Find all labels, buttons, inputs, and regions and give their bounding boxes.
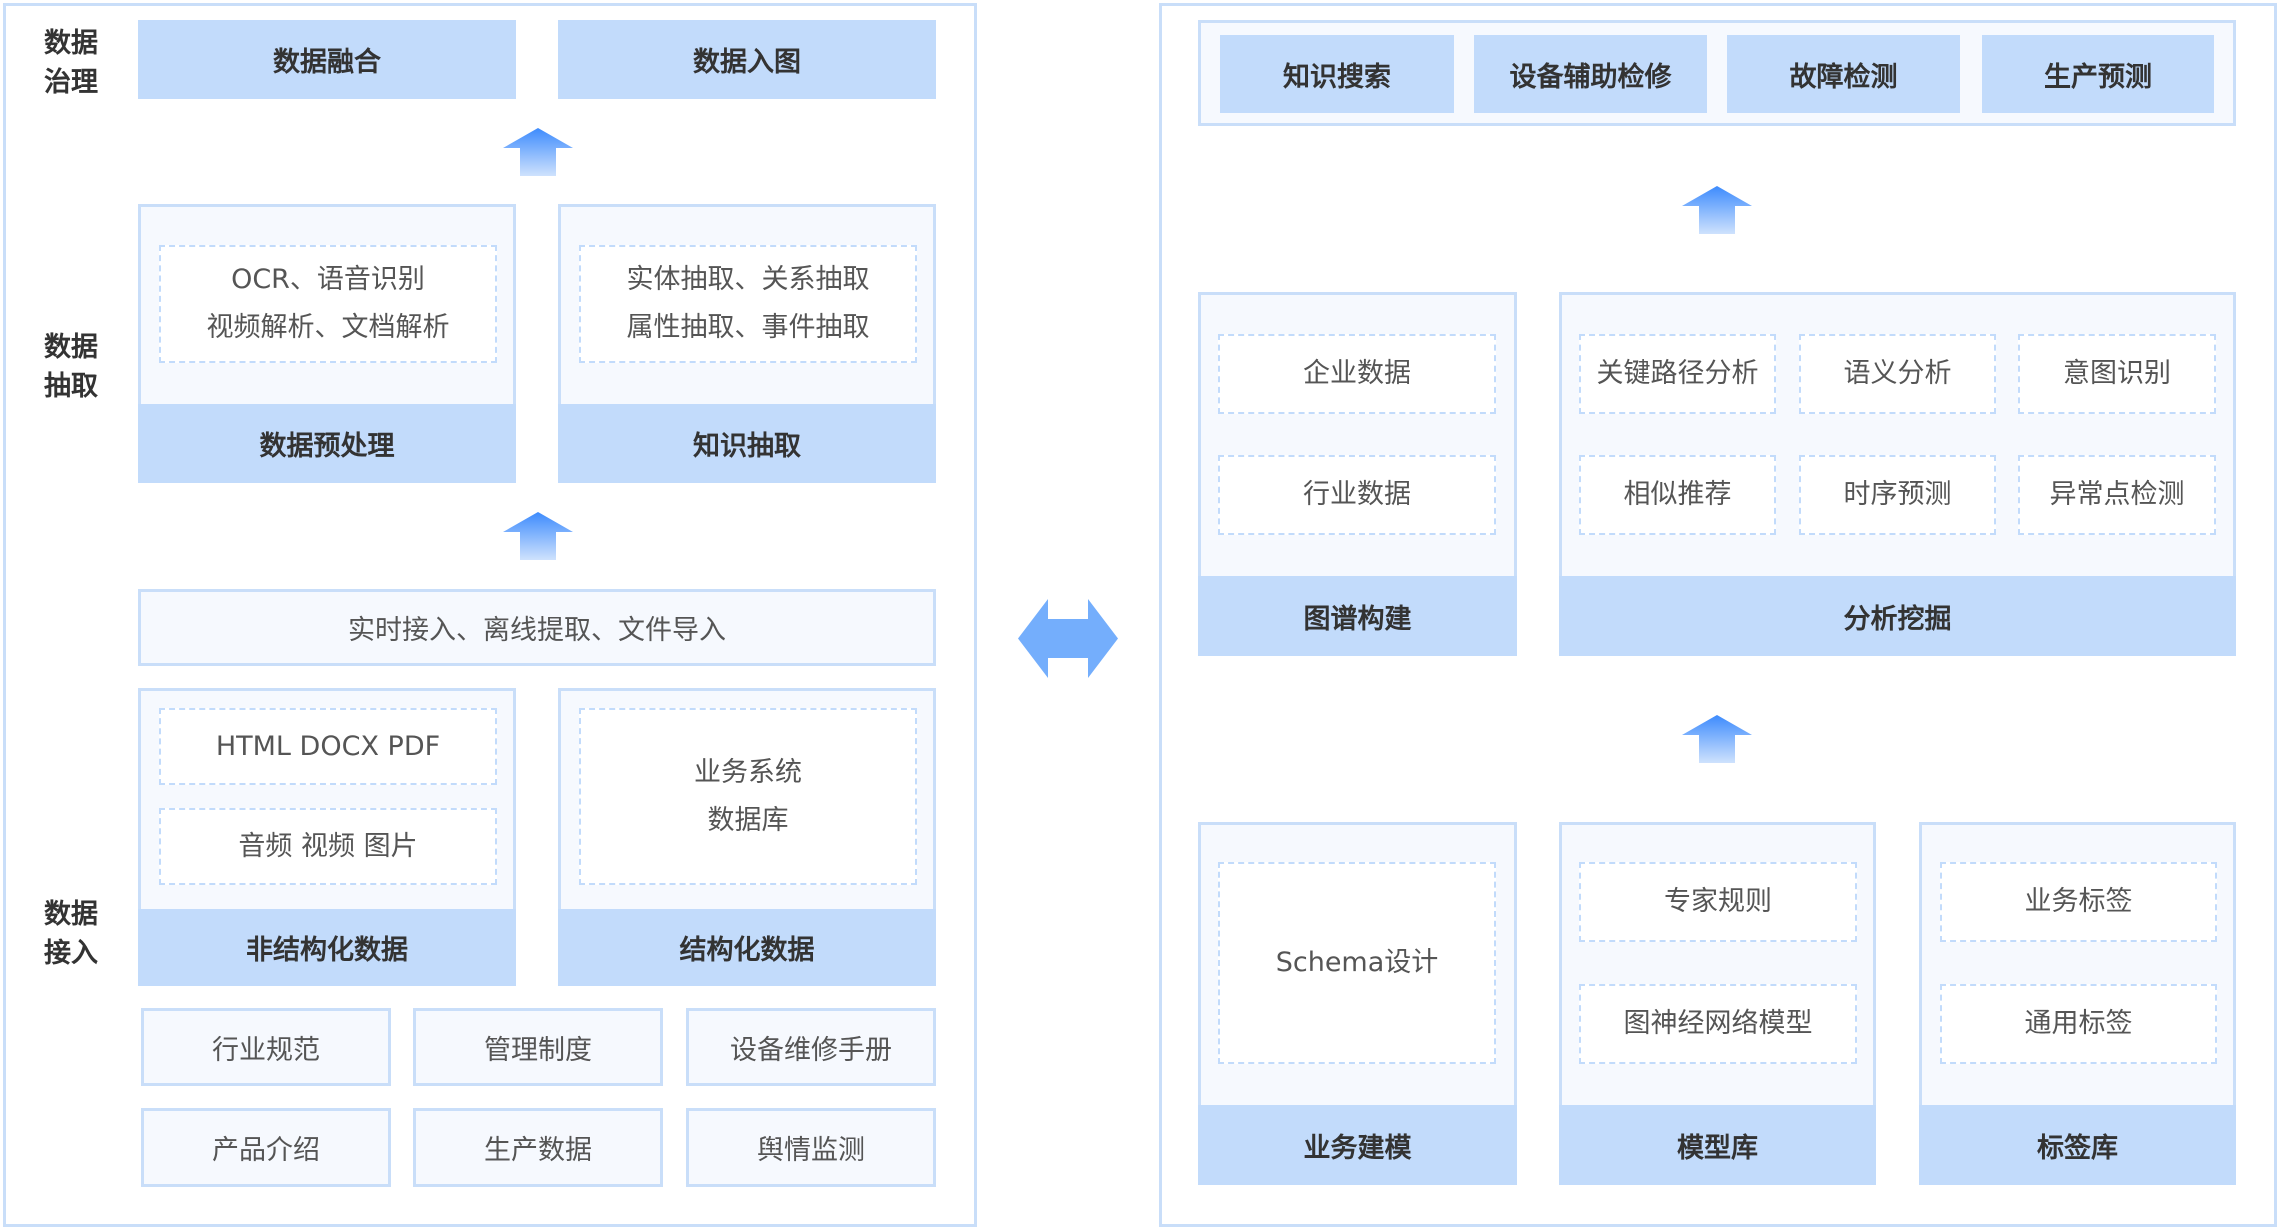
tag-item: 业务标签: [1940, 862, 2217, 942]
governance-data-to-graph[interactable]: 数据入图: [558, 20, 936, 99]
unstructured-docs: HTML DOCX PDF: [159, 708, 497, 785]
extraction-methods: 实体抽取、关系抽取 属性抽取、事件抽取: [579, 245, 917, 363]
analysis-item: 关键路径分析: [1579, 334, 1776, 414]
preprocess-methods: OCR、语音识别 视频解析、文档解析: [159, 245, 497, 363]
graph-build-item: 行业数据: [1218, 455, 1496, 535]
knowledge-extraction-title: 知识抽取: [558, 404, 936, 483]
business-modeling-title: 业务建模: [1198, 1105, 1517, 1185]
up-arrow-icon: [1682, 715, 1752, 763]
label-extraction: 数据 抽取: [44, 332, 98, 402]
analysis-item: 意图识别: [2018, 334, 2216, 414]
bidirectional-arrow-icon: [1018, 599, 1118, 678]
governance-data-fusion[interactable]: 数据融合: [138, 20, 516, 99]
up-arrow-icon: [503, 128, 573, 176]
source-item[interactable]: 生产数据: [413, 1108, 663, 1187]
label-governance: 数据 治理: [44, 28, 98, 98]
app-knowledge-search[interactable]: 知识搜索: [1220, 35, 1454, 113]
analysis-item: 语义分析: [1799, 334, 1996, 414]
unstructured-card: HTML DOCX PDF 音频 视频 图片 非结构化数据: [138, 688, 516, 986]
model-library-card: 专家规则 图神经网络模型 模型库: [1559, 822, 1876, 1185]
business-modeling-card: Schema设计 业务建模: [1198, 822, 1517, 1185]
analysis-card: 关键路径分析 语义分析 意图识别 相似推荐 时序预测 异常点检测 分析挖掘: [1559, 292, 2236, 656]
schema-design: Schema设计: [1218, 862, 1496, 1064]
analysis-item: 异常点检测: [2018, 455, 2216, 535]
tag-library-title: 标签库: [1919, 1105, 2236, 1185]
graph-build-item: 企业数据: [1218, 334, 1496, 414]
tag-item: 通用标签: [1940, 984, 2217, 1064]
unstructured-media: 音频 视频 图片: [159, 808, 497, 885]
model-item: 图神经网络模型: [1579, 984, 1857, 1064]
structured-title: 结构化数据: [558, 909, 936, 986]
analysis-title: 分析挖掘: [1559, 576, 2236, 656]
up-arrow-icon: [1682, 186, 1752, 234]
model-item: 专家规则: [1579, 862, 1857, 942]
ingest-methods-bar: 实时接入、离线提取、文件导入: [138, 589, 936, 666]
model-library-title: 模型库: [1559, 1105, 1876, 1185]
structured-card: 业务系统 数据库 结构化数据: [558, 688, 936, 986]
up-arrow-icon: [503, 512, 573, 560]
knowledge-extraction-card: 实体抽取、关系抽取 属性抽取、事件抽取 知识抽取: [558, 204, 936, 483]
app-fault-detection[interactable]: 故障检测: [1727, 35, 1960, 113]
source-item[interactable]: 设备维修手册: [686, 1008, 936, 1086]
label-ingestion: 数据 接入: [44, 899, 98, 969]
graph-build-title: 图谱构建: [1198, 576, 1517, 656]
graph-build-card: 企业数据 行业数据 图谱构建: [1198, 292, 1517, 656]
app-production-forecast[interactable]: 生产预测: [1982, 35, 2214, 113]
preprocess-title: 数据预处理: [138, 404, 516, 483]
tag-library-card: 业务标签 通用标签 标签库: [1919, 822, 2236, 1185]
source-item[interactable]: 行业规范: [141, 1008, 391, 1086]
app-maintenance-assist[interactable]: 设备辅助检修: [1474, 35, 1707, 113]
unstructured-title: 非结构化数据: [138, 909, 516, 986]
structured-sources: 业务系统 数据库: [579, 708, 917, 885]
source-item[interactable]: 产品介绍: [141, 1108, 391, 1187]
preprocess-card: OCR、语音识别 视频解析、文档解析 数据预处理: [138, 204, 516, 483]
analysis-item: 相似推荐: [1579, 455, 1776, 535]
source-item[interactable]: 舆情监测: [686, 1108, 936, 1187]
analysis-item: 时序预测: [1799, 455, 1996, 535]
source-item[interactable]: 管理制度: [413, 1008, 663, 1086]
